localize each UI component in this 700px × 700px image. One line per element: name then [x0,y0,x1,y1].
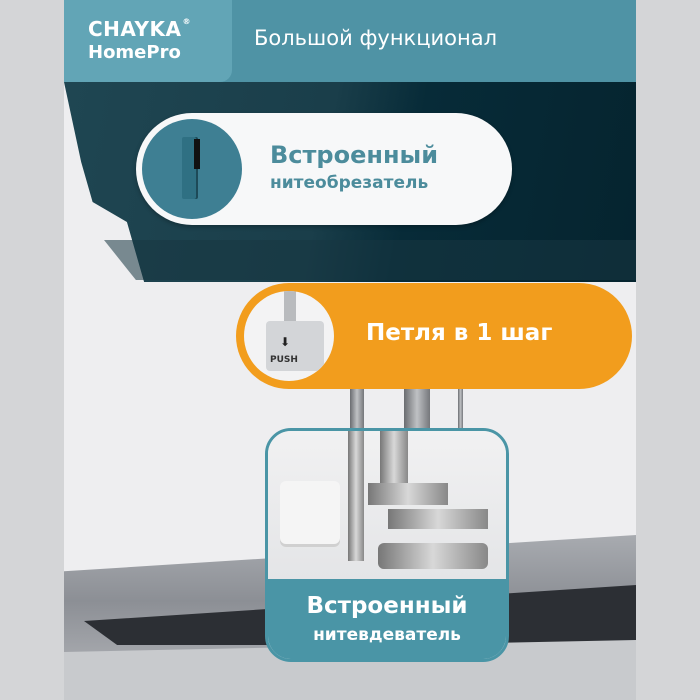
header-banner: CHAYKA® HomePro Большой функционал [64,0,636,82]
product-card: CHAYKA® HomePro Большой функционал Встро… [64,0,636,700]
machine-bevel [104,240,636,280]
thread-cutter-icon [142,119,242,219]
brand-name: CHAYKA [88,17,182,41]
brand-subname: HomePro [88,42,181,63]
needle [458,389,463,449]
feature-title: Петля в 1 шаг [366,320,553,346]
feature-thread-cutter: Встроенный нитеобрезатель [136,113,512,225]
feature-subtitle: нитеобрезатель [270,173,429,193]
feature-title: Встроенный [306,593,468,619]
buttonhole-foot-icon: ⬇ PUSH [244,291,334,381]
brand-logo: CHAYKA® HomePro [64,0,232,82]
feature-title: Встроенный [270,141,439,169]
threader-knob [280,481,340,547]
feature-one-step-buttonhole: ⬇ PUSH Петля в 1 шаг [236,283,632,389]
arrow-down-icon: ⬇ [280,335,291,349]
needle-threader-photo [268,431,506,579]
registered-mark: ® [182,17,191,27]
feature-subtitle: нитевдеватель [313,625,461,645]
feature-needle-threader: Встроенный нитевдеватель [265,428,509,662]
page-title: Большой функционал [254,26,498,50]
push-label: PUSH [270,355,298,365]
